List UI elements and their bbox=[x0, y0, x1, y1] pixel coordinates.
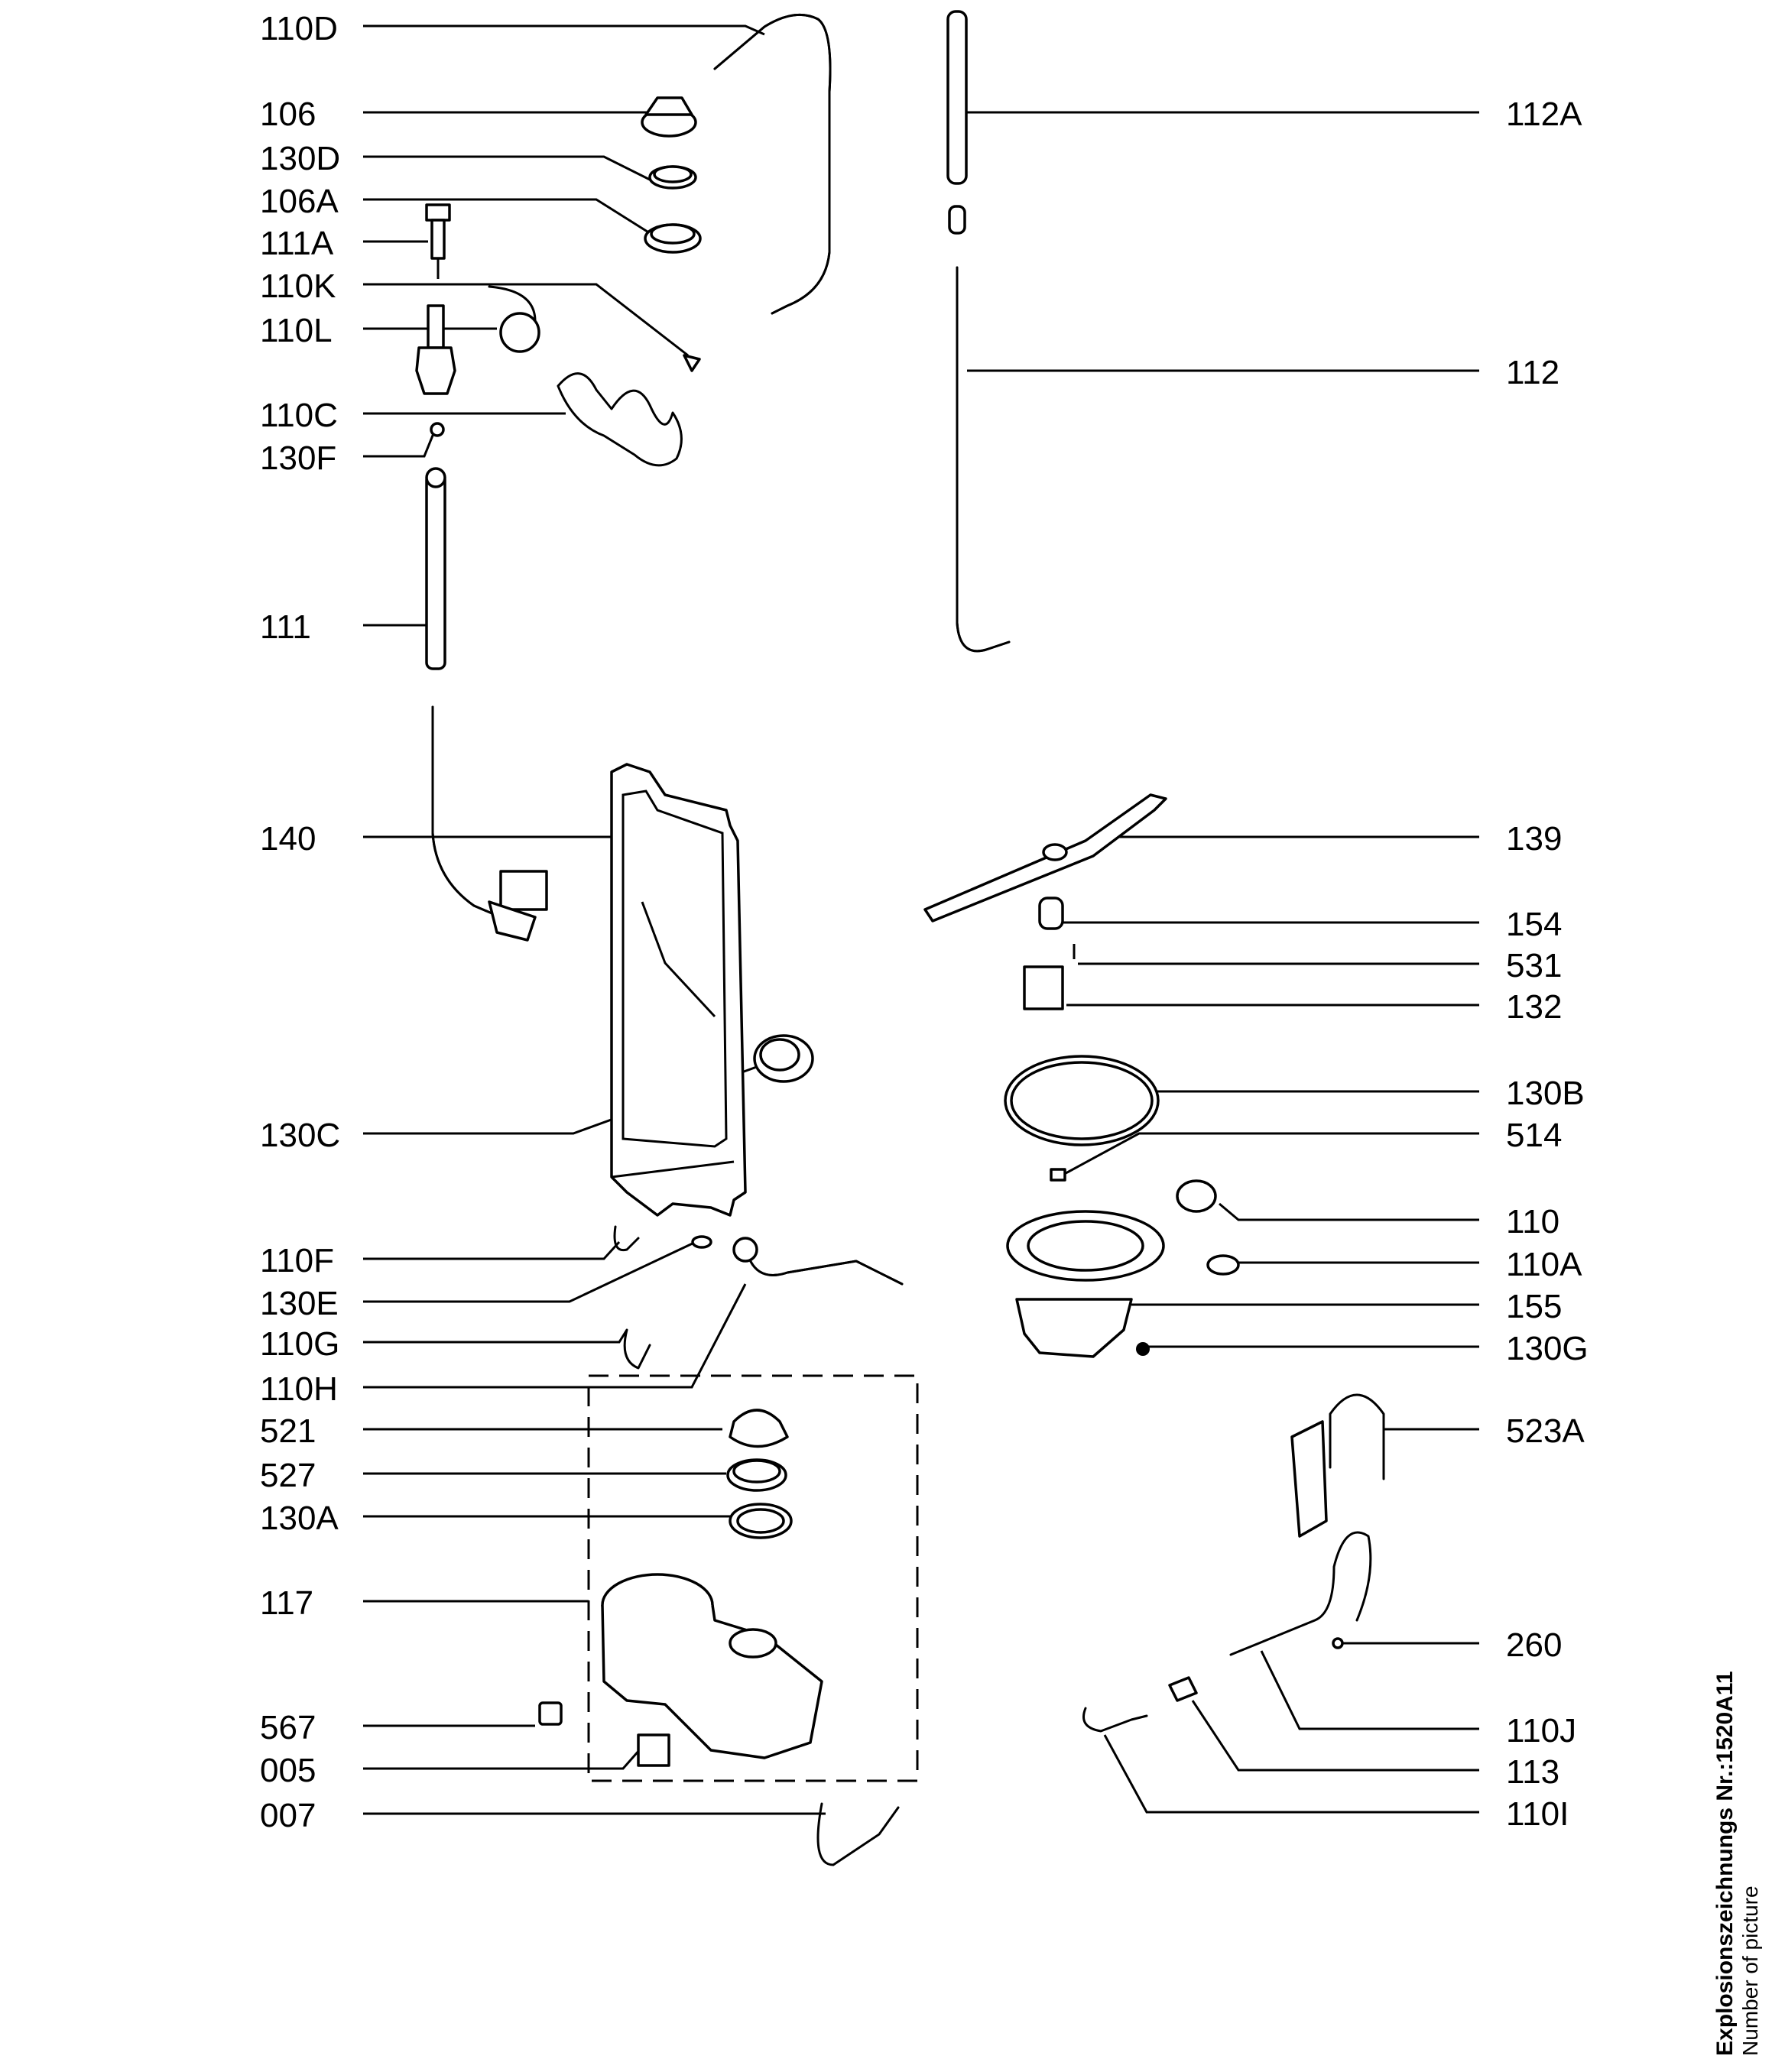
callout-110A: 110A bbox=[1506, 1246, 1582, 1283]
callout-531: 531 bbox=[1506, 947, 1563, 984]
callout-110J: 110J bbox=[1506, 1712, 1577, 1749]
callout-130B: 130B bbox=[1506, 1075, 1585, 1112]
leader-lines-left bbox=[363, 24, 826, 1815]
callout-110F: 110F bbox=[260, 1242, 335, 1279]
callout-110G: 110G bbox=[260, 1325, 340, 1363]
callout-113: 113 bbox=[1506, 1753, 1560, 1791]
callout-111: 111 bbox=[260, 608, 311, 646]
callout-110I: 110I bbox=[1506, 1795, 1569, 1833]
callout-140: 140 bbox=[260, 820, 316, 858]
callout-514: 514 bbox=[1506, 1117, 1563, 1154]
callout-130G: 130G bbox=[1506, 1330, 1589, 1367]
callout-130F: 130F bbox=[260, 439, 337, 477]
callout-130C: 130C bbox=[260, 1117, 341, 1154]
callout-260: 260 bbox=[1506, 1626, 1563, 1664]
callout-110: 110 bbox=[1506, 1203, 1560, 1240]
callout-523A: 523A bbox=[1506, 1412, 1585, 1450]
callout-154: 154 bbox=[1506, 906, 1563, 943]
callout-112: 112 bbox=[1506, 354, 1560, 391]
callout-110L: 110L bbox=[260, 312, 333, 349]
callout-106A: 106A bbox=[260, 183, 339, 220]
callout-130A: 130A bbox=[260, 1500, 339, 1537]
callout-005: 005 bbox=[260, 1752, 316, 1789]
callout-117: 117 bbox=[260, 1584, 314, 1622]
parts bbox=[415, 10, 1385, 1866]
callout-567: 567 bbox=[260, 1709, 316, 1746]
drawing-number: Explosionszeichnungs Nr.:1520A11 bbox=[1712, 1671, 1738, 2056]
callout-112A: 112A bbox=[1506, 96, 1582, 133]
callout-106: 106 bbox=[260, 96, 316, 133]
callout-527: 527 bbox=[260, 1457, 316, 1494]
callout-110K: 110K bbox=[260, 268, 336, 305]
callout-521: 521 bbox=[260, 1412, 316, 1450]
callout-155: 155 bbox=[1506, 1288, 1563, 1325]
callout-139: 139 bbox=[1506, 820, 1563, 858]
callout-111A: 111A bbox=[260, 225, 334, 262]
drawing-number-caption: Number of picture bbox=[1738, 1886, 1762, 2056]
callout-132: 132 bbox=[1506, 988, 1563, 1026]
callout-110H: 110H bbox=[260, 1370, 338, 1408]
callout-130D: 130D bbox=[260, 140, 341, 177]
leader-lines-right bbox=[967, 111, 1479, 1814]
callout-007: 007 bbox=[260, 1797, 316, 1834]
drawing-number-note: Explosionszeichnungs Nr.:1520A11 Number … bbox=[1712, 1671, 1763, 2056]
callout-110C: 110C bbox=[260, 397, 338, 434]
callout-130E: 130E bbox=[260, 1285, 339, 1322]
callout-110D: 110D bbox=[260, 10, 338, 47]
